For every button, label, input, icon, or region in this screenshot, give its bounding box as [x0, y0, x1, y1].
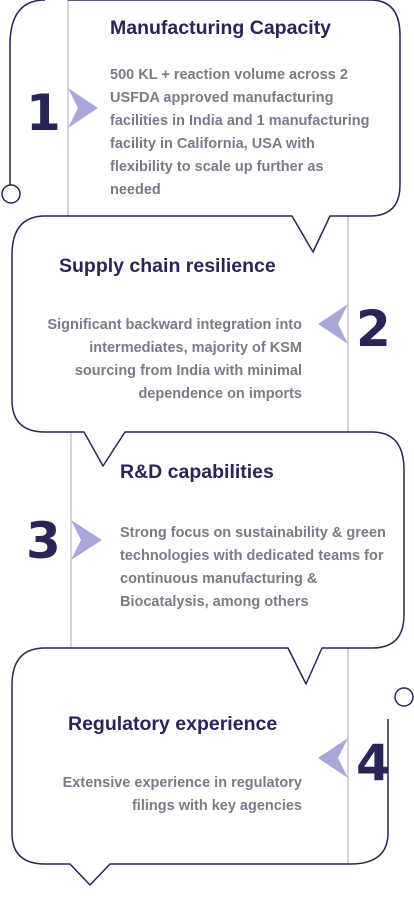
chevron-right-icon — [71, 520, 102, 560]
step-4-body: Extensive experience in regulatory filin… — [62, 775, 302, 814]
chevron-right-icon — [68, 88, 98, 128]
step-1-number: 1 — [26, 84, 61, 142]
step-3-number: 3 — [26, 512, 61, 570]
step-4-title: Regulatory experience — [68, 713, 278, 735]
chevron-left-icon — [318, 738, 348, 778]
step-2-number: 2 — [356, 300, 391, 358]
step-1-body: 500 KL + reaction volume across 2 USFDA … — [110, 67, 370, 198]
step-2-body: Significant backward integration into in… — [47, 317, 302, 402]
step-3-title: R&D capabilities — [120, 461, 274, 483]
step-2-title: Supply chain resilience — [59, 255, 276, 277]
speech-bubble-outline — [9, 0, 405, 886]
start-circle — [1, 184, 21, 204]
chevron-left-icon — [318, 304, 348, 344]
step-1-title: Manufacturing Capacity — [110, 17, 332, 39]
step-3-body: Strong focus on sustainability & green t… — [120, 525, 386, 610]
end-circle — [394, 687, 414, 707]
step-4-number: 4 — [356, 734, 391, 792]
